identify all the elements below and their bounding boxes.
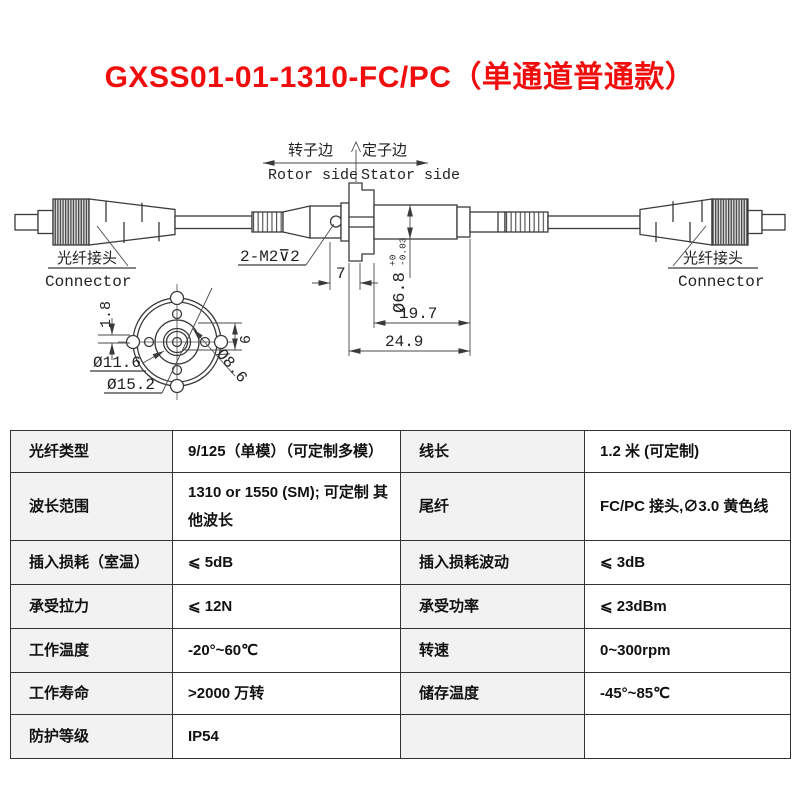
dim-total-length: 24.9 — [348, 263, 470, 356]
table-row: 光纤类型 9/125（单模）（可定制多模） 线长 1.2 米 (可定制) — [10, 430, 791, 473]
dim-stator-length: 19.7 — [373, 239, 471, 356]
spec-value — [584, 714, 791, 759]
stator-side-cn-label: 定子边 — [362, 141, 407, 159]
spec-value: 0~300rpm — [584, 628, 791, 673]
spec-label: 工作寿命 — [10, 672, 173, 715]
table-row: 插入损耗（室温） ⩽ 5dB 插入损耗波动 ⩽ 3dB — [10, 540, 791, 585]
end-view: 1.8 6 Ø11.6 Ø15.2 Ø8.6 — [90, 284, 255, 400]
table-row: 工作温度 -20°~60℃ 转速 0~300rpm — [10, 628, 791, 673]
spec-value: -45°~85℃ — [584, 672, 791, 715]
dim-slot-width-label: 1.8 — [98, 301, 115, 328]
technical-drawing: 转子边 定子边 Rotor side Stator side — [14, 140, 786, 400]
connector-left-cn-label: 光纤接头 — [57, 249, 117, 267]
spec-label: 线长 — [400, 430, 585, 473]
spec-label: 承受功率 — [400, 584, 585, 629]
table-row: 防护等级 IP54 — [10, 714, 791, 759]
connector-left-en-label: Connector — [45, 273, 131, 291]
spec-value: IP54 — [172, 714, 401, 759]
spec-label: 插入损耗波动 — [400, 540, 585, 585]
spec-label: 承受拉力 — [10, 584, 173, 629]
spec-value: ⩽ 3dB — [584, 540, 791, 585]
dim-total-length-label: 24.9 — [385, 333, 423, 351]
dim-stator-length-label: 19.7 — [399, 305, 437, 323]
rotary-joint — [282, 182, 549, 262]
spec-value: >2000 万转 — [172, 672, 401, 715]
spec-label: 尾纤 — [400, 472, 585, 541]
dim-hole-pitch-label: 6 — [238, 335, 255, 344]
spec-label: 工作温度 — [10, 628, 173, 673]
connector-left-callout: 光纤接头 Connector — [45, 225, 136, 291]
dim-body-diameter: Ø6.8 +0 -0.03 — [388, 205, 413, 313]
table-row: 工作寿命 >2000 万转 储存温度 -45°~85℃ — [10, 672, 791, 715]
spec-label — [400, 714, 585, 759]
spec-value: 9/125（单模）（可定制多模） — [172, 430, 401, 473]
spec-label: 防护等级 — [10, 714, 173, 759]
connector-right-en-label: Connector — [678, 273, 764, 291]
connector-right — [547, 198, 786, 246]
table-row: 波长范围 1310 or 1550 (SM); 可定制 其他波长 尾纤 FC/P… — [10, 472, 791, 541]
connector-right-callout: 光纤接头 Connector — [668, 225, 764, 291]
screw-callout: 2-M2⊽2 — [238, 223, 335, 266]
spec-table: 光纤类型 9/125（单模）（可定制多模） 线长 1.2 米 (可定制) 波长范… — [10, 430, 791, 759]
dim-body-dia-tol-minus: -0.03 — [398, 237, 409, 266]
page-title: GXSS01-01-1310-FC/PC（单通道普通款） — [104, 61, 696, 94]
spec-label: 转速 — [400, 628, 585, 673]
table-row: 承受拉力 ⩽ 12N 承受功率 ⩽ 23dBm — [10, 584, 791, 629]
dim-dia-inner-label: Ø11.6 — [93, 354, 141, 372]
dim-dia-body-label: Ø8.6 — [212, 346, 250, 387]
spec-value: 1310 or 1550 (SM); 可定制 其他波长 — [172, 472, 401, 541]
connector-right-cn-label: 光纤接头 — [683, 249, 743, 267]
spec-label: 插入损耗（室温） — [10, 540, 173, 585]
connector-left — [14, 198, 284, 246]
spec-value: 1.2 米 (可定制) — [584, 430, 791, 473]
side-labels: 转子边 定子边 Rotor side Stator side — [263, 140, 460, 184]
rotor-side-cn-label: 转子边 — [288, 141, 333, 159]
stator-side-en-label: Stator side — [361, 167, 460, 184]
screw-callout-label: 2-M2⊽2 — [240, 248, 300, 266]
spec-value: ⩽ 5dB — [172, 540, 401, 585]
dim-body-dia-tol-plus: +0 — [388, 254, 399, 266]
spec-label: 波长范围 — [10, 472, 173, 541]
spec-label: 储存温度 — [400, 672, 585, 715]
rotor-side-en-label: Rotor side — [268, 167, 358, 184]
dim-screw-offset-label: 7 — [336, 265, 346, 283]
dim-body-dia-label: Ø6.8 — [391, 272, 410, 313]
spec-value: ⩽ 23dBm — [584, 584, 791, 629]
spec-value: ⩽ 12N — [172, 584, 401, 629]
dim-dia-outer-label: Ø15.2 — [107, 376, 155, 394]
dim-screw-offset: 7 — [312, 242, 378, 290]
spec-value: FC/PC 接头,∅3.0 黄色线 — [584, 472, 791, 541]
spec-value: -20°~60℃ — [172, 628, 401, 673]
spec-label: 光纤类型 — [10, 430, 173, 473]
